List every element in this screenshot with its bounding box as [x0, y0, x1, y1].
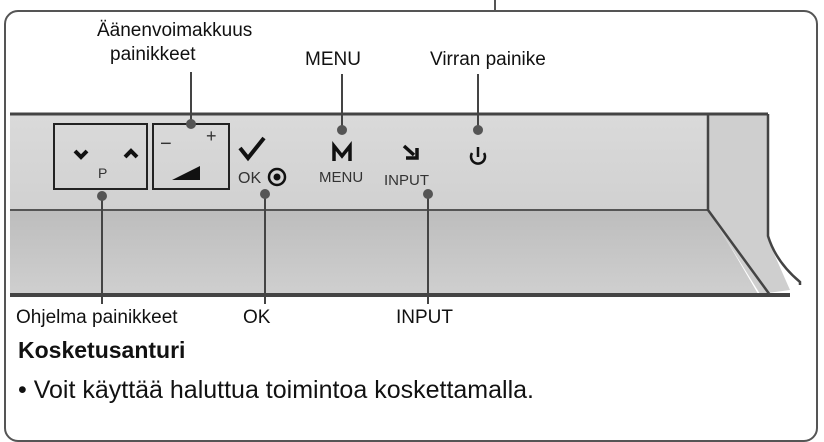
ok-target-icon: [267, 167, 287, 187]
program-leader-dot: [97, 191, 107, 201]
volume-leader-dot: [186, 119, 196, 129]
section-bullet: • Voit käyttää haluttua toimintoa kosket…: [18, 376, 534, 404]
volume-wedge-icon: [172, 166, 200, 180]
ok-leader-dot: [260, 189, 270, 199]
panel-lower-band: [10, 210, 758, 294]
program-up-icon: [123, 148, 139, 159]
input-arrow-icon: [402, 144, 419, 160]
menu-leader-dot: [337, 125, 347, 135]
program-label: Ohjelma painikkeet: [16, 307, 178, 328]
input-leader-dot: [423, 189, 433, 199]
input-label: INPUT: [396, 307, 453, 328]
program-p-label: P: [98, 165, 107, 181]
power-icon: [469, 152, 487, 165]
panel-corner-edge: [706, 114, 772, 296]
menu-m-icon: [332, 141, 352, 161]
panel-right-bezel: [708, 114, 790, 294]
menu-panel-label: MENU: [319, 169, 363, 186]
ok-panel-label: OK: [238, 170, 261, 187]
power-leader-dot: [473, 125, 483, 135]
ok-label: OK: [243, 307, 271, 328]
power-label: Virran painike: [430, 49, 546, 70]
ok-check-icon: [238, 136, 266, 162]
menu-label: MENU: [305, 49, 361, 70]
volume-plus-icon: +: [206, 126, 217, 146]
input-panel-label: INPUT: [384, 172, 429, 189]
program-button-box: [53, 123, 148, 190]
ok-target-dot: [273, 173, 281, 181]
volume-label-line2: painikkeet: [110, 44, 196, 65]
section-title: Kosketusanturi: [18, 337, 186, 363]
column-divider: [494, 0, 496, 12]
panel-outer-edge: [766, 114, 802, 285]
volume-minus-icon: −: [160, 133, 172, 155]
volume-label-line1: Äänenvoimakkuus: [97, 20, 253, 41]
program-down-icon: [73, 149, 89, 160]
